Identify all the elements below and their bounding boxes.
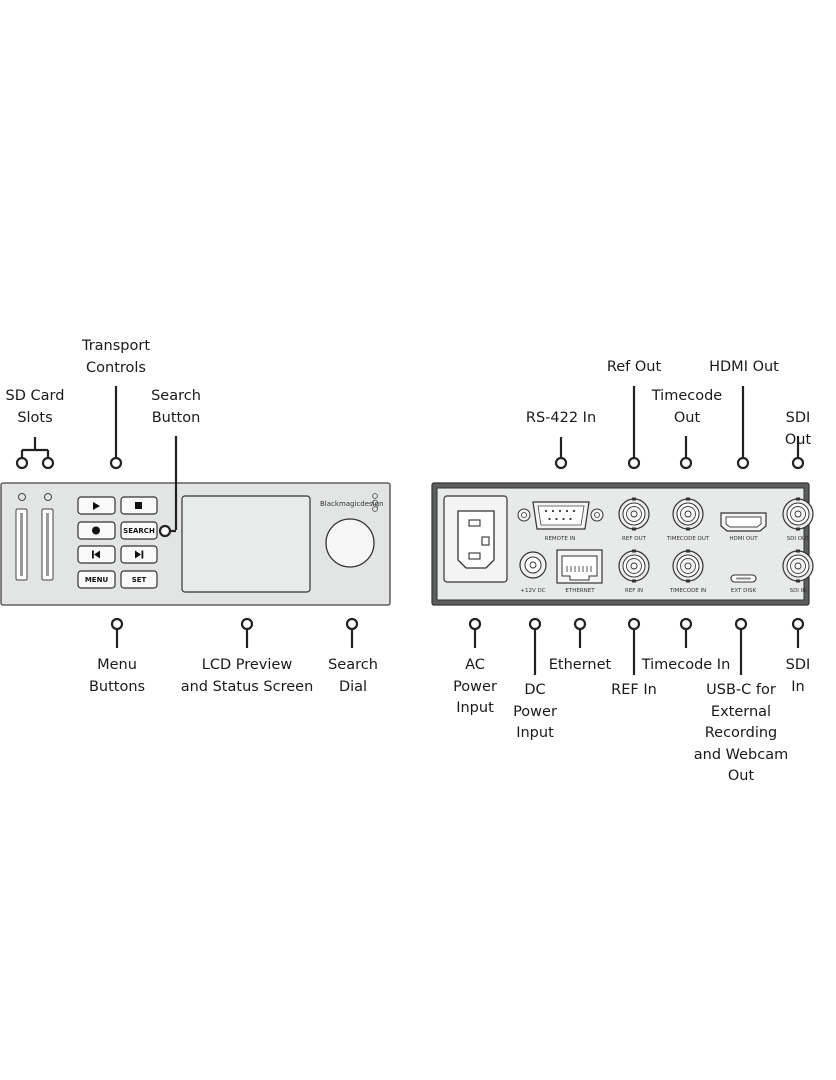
remote-in-label: REMOTE IN (545, 536, 576, 542)
set-button[interactable]: SET (120, 570, 158, 589)
next-button[interactable] (120, 545, 158, 564)
label-sdi-in: SDI In (785, 657, 811, 695)
label-timecode-out: Timecode Out (651, 388, 723, 426)
search-button[interactable]: SEARCH (120, 521, 158, 540)
label-timecode-in: Timecode In (641, 657, 731, 673)
label-rs422-in: RS-422 In (525, 410, 597, 426)
label-hdmi-out: HDMI Out (709, 359, 779, 375)
menu-button[interactable]: MENU (77, 570, 116, 589)
label-sdi-out: SDI Out (784, 410, 812, 448)
label-transport-controls: Transport Controls (81, 338, 151, 376)
skip-forward-icon (135, 550, 144, 559)
lcd-screen (181, 495, 311, 593)
timecode-out-label: TIMECODE OUT (666, 536, 710, 542)
usbc-port: EXT DISK (730, 574, 757, 594)
timecode-in-label: TIMECODE IN (669, 588, 707, 594)
stop-icon (135, 502, 142, 509)
sd-card-slot-2 (41, 493, 54, 581)
label-ethernet: Ethernet (548, 657, 612, 673)
label-ac-power-input: AC Power Input (453, 657, 497, 716)
search-button-label: SEARCH (123, 527, 155, 535)
label-menu-buttons: Menu Buttons (88, 657, 146, 695)
previous-button[interactable] (77, 545, 116, 564)
ac-power-input (443, 495, 508, 583)
brand-mark-icon (372, 493, 378, 512)
front-callouts (15, 386, 359, 648)
ethernet-label: ETHERNET (565, 588, 595, 594)
ref-out-label: REF OUT (622, 536, 647, 542)
label-ref-out: Ref Out (606, 359, 662, 375)
play-button[interactable] (77, 496, 116, 515)
record-icon (92, 526, 100, 535)
label-dc-power-input: DC Power Input (513, 682, 557, 741)
sd-card-slot-1 (15, 493, 28, 581)
menu-button-label: MENU (85, 576, 109, 584)
label-ref-in: REF In (611, 682, 657, 698)
skip-back-icon (92, 550, 100, 559)
rear-panel: REMOTE IN +12V DC ETHERNET REF OUT TIMEC… (431, 482, 814, 606)
label-lcd-preview: LCD Preview and Status Screen (180, 657, 314, 695)
label-sd-card-slots: SD Card Slots (5, 388, 65, 426)
play-icon (93, 502, 100, 510)
hdmi-out-port: HDMI OUT (720, 512, 767, 542)
set-button-label: SET (132, 576, 147, 584)
label-search-dial: Search Dial (328, 657, 378, 695)
record-button[interactable] (77, 521, 116, 540)
sdi-in-label: SDI IN (790, 588, 807, 594)
rs422-port: REMOTE IN (517, 501, 604, 542)
ethernet-port: ETHERNET (556, 549, 603, 594)
search-dial[interactable] (325, 518, 375, 568)
rear-callouts (468, 386, 805, 675)
sdi-out-label: SDI OUT (787, 536, 810, 542)
label-usbc: USB-C for External Recording and Webcam … (693, 682, 789, 784)
dc-power-input: +12V DC (519, 551, 547, 594)
ext-disk-label: EXT DISK (731, 588, 757, 594)
stop-button[interactable] (120, 496, 158, 515)
hdmi-out-label: HDMI OUT (729, 536, 758, 542)
front-panel: SEARCH MENU SET Blackmagicdesi (0, 482, 391, 606)
dc-label: +12V DC (520, 588, 545, 594)
ref-in-label: REF IN (625, 588, 643, 594)
label-search-button: Search Button (151, 388, 201, 426)
brand-logo: Blackmagicdesign (320, 500, 384, 508)
